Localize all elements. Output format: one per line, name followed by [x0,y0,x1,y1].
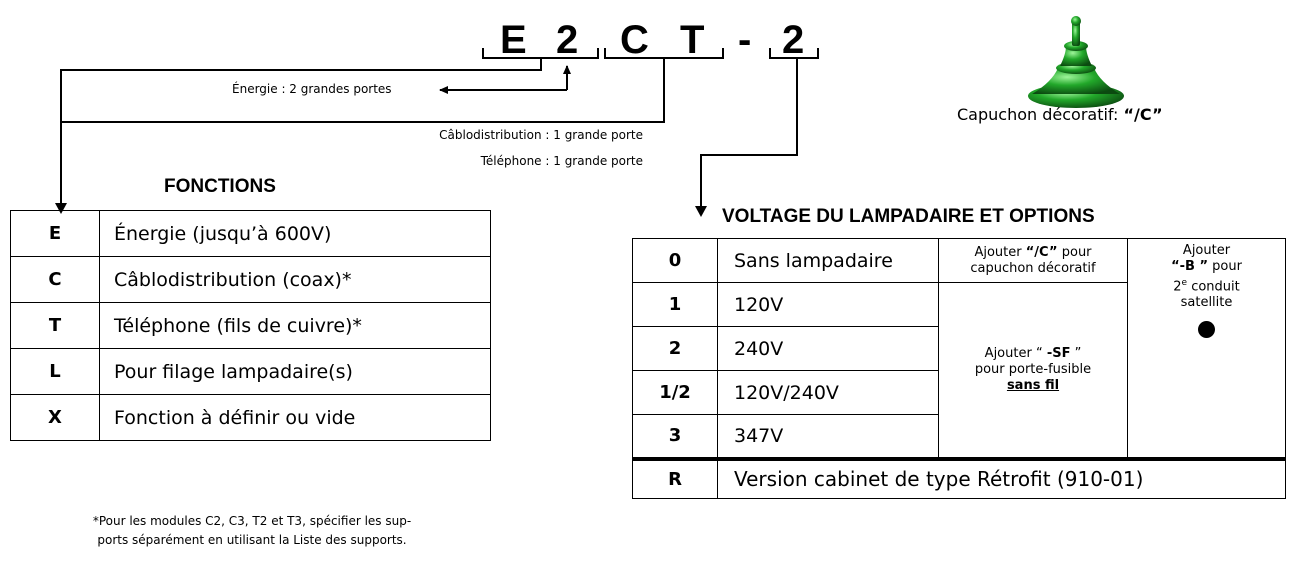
table-row: 0 Sans lampadaire Ajouter “/C” pour capu… [632,238,1286,459]
code-letter: 2 [782,18,805,62]
code-letter: - [738,18,752,62]
option-code: “-B ” [1171,259,1208,274]
fonction-code: C [10,256,100,303]
option-text: Ajouter [1182,243,1231,258]
code-letter: T [680,18,705,62]
callout-telephone: Téléphone : 1 grande porte [480,154,643,168]
table-row: 2 240V [632,326,1286,371]
option-b-cell: Ajouter “-B ” pour 2e conduit satellite [1127,238,1286,459]
voltage-desc: 120V/240V [717,370,939,415]
option-text: satellite [1180,295,1233,311]
option-text: pour [1208,259,1242,274]
option-text: capuchon décoratif [970,260,1096,276]
voltage-table: 0 Sans lampadaire Ajouter “/C” pour capu… [632,238,1286,499]
option-text: ” [1070,345,1082,361]
voltage-code: 1/2 [632,370,718,415]
option-text: pour porte-fusible [974,361,1092,377]
cap-label-code: “/C” [1123,105,1163,124]
fonction-code: E [10,210,100,257]
decorative-cap-icon [1028,16,1124,108]
voltage-code: 2 [632,326,718,371]
cap-label: Capuchon décoratif: “/C” [957,105,1163,124]
table-row: R Version cabinet de type Rétrofit (910-… [632,456,1286,499]
fonction-desc: Pour filage lampadaire(s) [99,348,491,395]
arrow-fonctions [55,203,67,214]
voltage-desc: 347V [717,414,939,459]
option-code: “/C” [1025,244,1058,260]
voltage-desc: Sans lampadaire [717,238,939,283]
option-text: pour [1057,244,1092,260]
callout-energie: Énergie : 2 grandes portes [232,82,392,96]
code-letter: 2 [556,18,579,62]
option-code: -SF [1046,345,1071,361]
voltage-desc: Version cabinet de type Rétrofit (910-01… [717,456,1286,499]
table-row: 3 347V [632,414,1286,459]
option-text: 2 [1173,279,1182,295]
code-letter: E [500,18,527,62]
table-row: 1 120V Ajouter “ -SF ” pour porte-fusibl… [632,282,1286,459]
bracket-2 [769,48,819,59]
fonction-code: L [10,348,100,395]
voltage-title: VOLTAGE DU LAMPADAIRE ET OPTIONS [722,206,1095,227]
voltage-code: 3 [632,414,718,459]
option-sup: e [1181,278,1188,288]
option-cap-cell: Ajouter “/C” pour capuchon décoratif [938,238,1128,283]
code-letter: C [620,18,649,62]
arrow-voltage [695,206,707,217]
cap-label-text: Capuchon décoratif: [957,105,1124,124]
fonction-code: T [10,302,100,349]
voltage-code: R [632,456,718,499]
fonction-desc: Téléphone (fils de cuivre)* [99,302,491,349]
option-sf-cell: Ajouter “ -SF ” pour porte-fusible sans … [938,282,1128,459]
footnote-line: ports séparément en utilisant la Liste d… [97,533,407,547]
voltage-desc: 240V [717,326,939,371]
option-code: sans fil [1006,377,1060,393]
fonctions-footnote: *Pour les modules C2, C3, T2 et T3, spéc… [2,512,502,550]
fonction-desc: Câblodistribution (coax)* [99,256,491,303]
option-text: Ajouter “ [984,345,1047,361]
voltage-desc: 120V [717,282,939,327]
option-text: conduit [1187,279,1240,295]
voltage-code: 1 [632,282,718,327]
callout-cablo: Câblodistribution : 1 grande porte [439,128,643,142]
fonction-code: X [10,394,100,441]
option-text: Ajouter [974,244,1026,260]
bullet-dot-icon [1198,321,1215,339]
table-row: 1/2 120V/240V [632,370,1286,415]
fonction-desc: Énergie (jusqu’à 600V) [99,210,491,257]
fonction-desc: Fonction à définir ou vide [99,394,491,441]
footnote-line: *Pour les modules C2, C3, T2 et T3, spéc… [92,514,412,528]
voltage-code: 0 [632,238,718,283]
fonctions-title: FONCTIONS [164,176,276,197]
